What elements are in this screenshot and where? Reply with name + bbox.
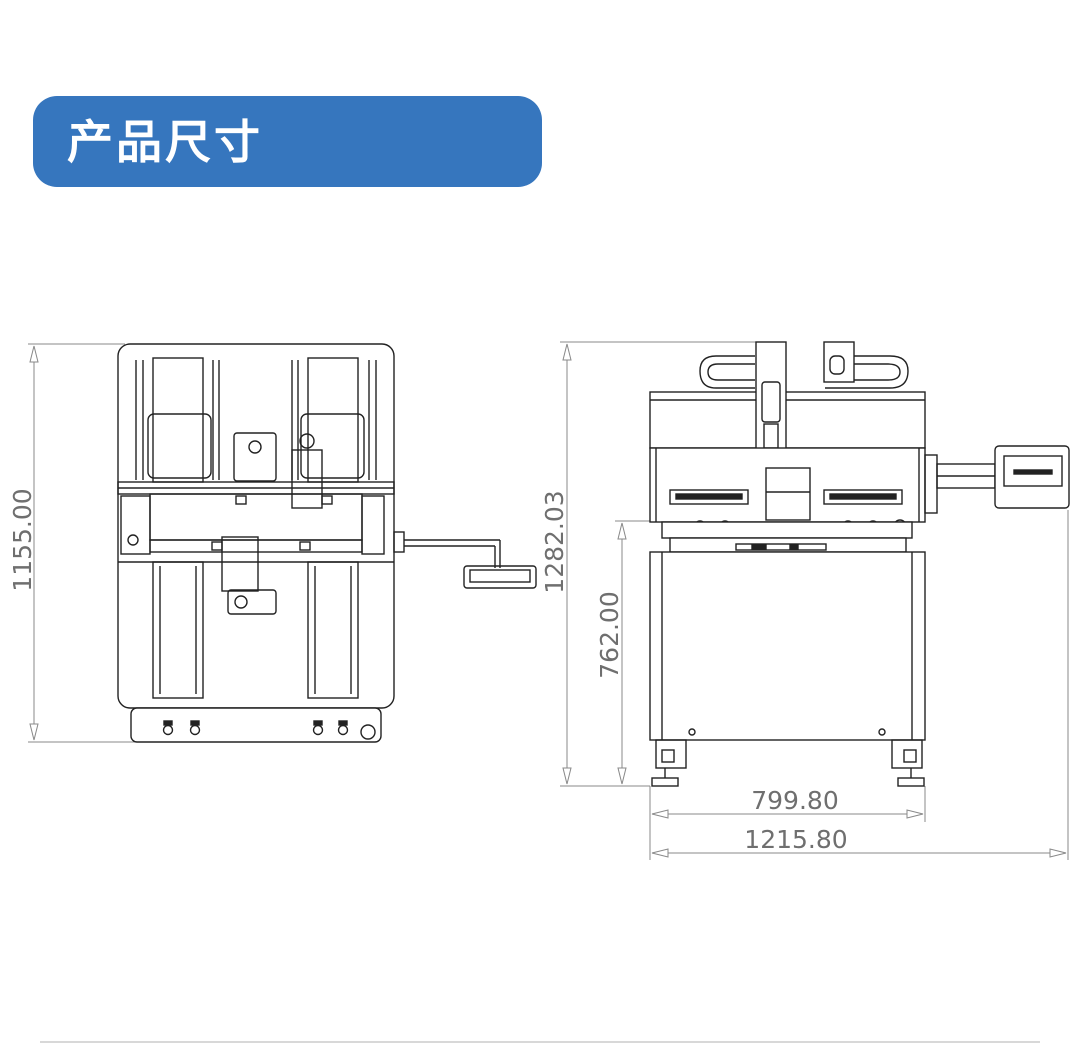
section-banner: 产品尺寸 — [33, 96, 542, 187]
pendant-arm — [393, 531, 537, 589]
top-view: 1155.00 — [8, 343, 537, 743]
dim-label-1155: 1155.00 — [8, 488, 37, 591]
side-monitor — [924, 445, 1070, 514]
dim-799 — [649, 786, 926, 822]
dim-label-1215: 1215.80 — [744, 825, 847, 854]
dim-label-762: 762.00 — [595, 591, 624, 678]
z-axis — [755, 341, 855, 470]
feet — [651, 739, 925, 787]
section-title: 产品尺寸 — [67, 115, 263, 169]
middle-frame — [649, 447, 926, 533]
dim-1155 — [28, 343, 140, 743]
dim-label-1282: 1282.03 — [540, 490, 569, 593]
lower-rails — [152, 536, 359, 699]
top-handles — [699, 355, 909, 389]
knobs — [162, 720, 376, 740]
side-view: 1282.03 762.00 799.80 1215.80 — [540, 341, 1070, 860]
bottom-divider — [40, 1041, 1040, 1043]
dim-1215 — [649, 510, 1069, 860]
dim-label-799: 799.80 — [751, 786, 838, 815]
